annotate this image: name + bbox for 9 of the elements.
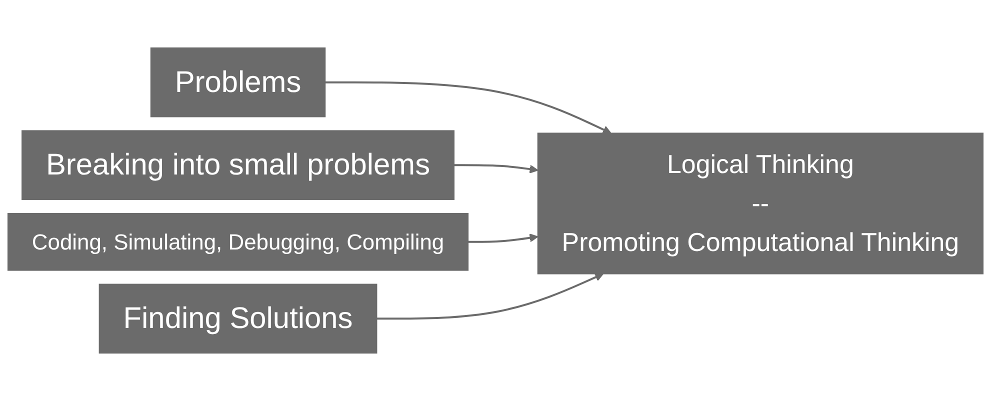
node-box: Breaking into small problems — [22, 130, 454, 200]
node-box: Logical Thinking -- Promoting Computational Thinking — [537, 132, 984, 274]
arrow — [468, 234, 538, 243]
arrow — [325, 81, 612, 134]
arrow — [376, 273, 604, 320]
node-box: Problems — [150, 47, 326, 118]
arrow — [454, 164, 538, 174]
node-box: Finding Solutions — [98, 284, 378, 354]
node-box: Coding, Simulating, Debugging, Compiling — [7, 212, 469, 271]
